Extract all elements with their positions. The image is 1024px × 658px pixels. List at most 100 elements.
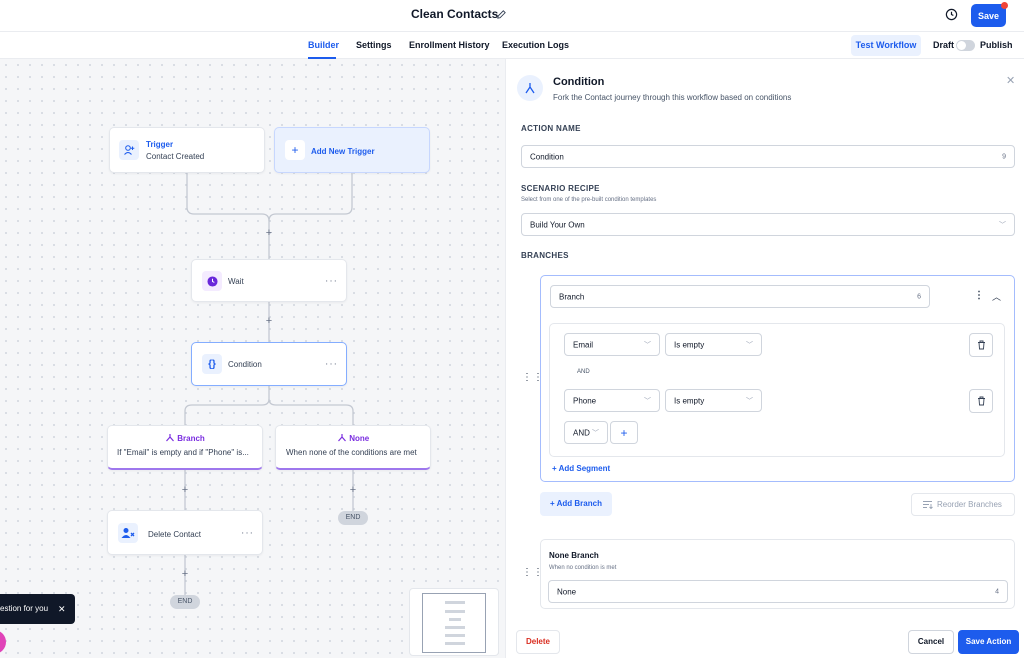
branch-node[interactable]: Branch If "Email" is empty and if "Phone… — [107, 425, 263, 470]
wait-label: Wait — [228, 277, 244, 286]
condition-operator-select[interactable]: Is empty﹀ — [665, 333, 762, 356]
delete-contact-node[interactable]: Delete Contact ··· — [107, 510, 263, 555]
none-branch-name-input[interactable]: None 4 — [548, 580, 1008, 603]
kebab-menu-icon[interactable]: ⋮ — [974, 290, 984, 301]
segment-card: Email﹀ Is empty﹀ AND Phone﹀ Is empty﹀ AN… — [549, 323, 1005, 457]
cancel-button[interactable]: Cancel — [908, 630, 954, 654]
none-node-title: None — [337, 433, 369, 443]
user-plus-icon — [119, 140, 139, 160]
branch-icon — [517, 75, 543, 101]
delete-contact-label: Delete Contact — [148, 530, 201, 539]
char-count: 4 — [995, 588, 999, 595]
branch-node-subtitle: If "Email" is empty and if "Phone" is... — [117, 448, 249, 457]
end-pill: END — [170, 595, 200, 609]
publish-label: Publish — [980, 40, 1013, 50]
chevron-up-icon[interactable]: ︿ — [992, 292, 1002, 302]
char-count: 6 — [917, 293, 921, 300]
pencil-icon[interactable] — [496, 9, 507, 20]
minimap-viewport — [422, 593, 486, 653]
save-action-button[interactable]: Save Action — [958, 630, 1019, 654]
add-step-plus[interactable]: + — [349, 484, 357, 496]
chat-widget-icon[interactable] — [0, 630, 6, 654]
action-name-input[interactable]: Condition 9 — [521, 145, 1015, 168]
more-options-icon[interactable]: ··· — [325, 275, 338, 286]
branch-icon — [338, 434, 346, 442]
clock-icon — [202, 271, 222, 291]
reorder-icon — [923, 501, 933, 509]
trash-icon[interactable] — [969, 389, 993, 413]
branch-card: Branch 6 ⋮ ︿ — [540, 275, 1015, 482]
none-branch-card: None Branch When no condition is met Non… — [540, 539, 1015, 609]
condition-field-select[interactable]: Email﹀ — [564, 333, 660, 356]
panel-subtitle: Fork the Contact journey through this wo… — [553, 93, 792, 102]
add-condition-button[interactable]: + — [610, 421, 638, 444]
branch-name-input[interactable]: Branch 6 — [550, 285, 930, 308]
none-branch-title: None Branch — [549, 551, 599, 560]
add-step-plus[interactable]: + — [265, 227, 273, 239]
publish-toggle[interactable] — [956, 40, 975, 51]
save-button[interactable]: Save — [971, 4, 1006, 27]
reorder-branches-button[interactable]: Reorder Branches — [911, 493, 1015, 516]
drag-handle-icon[interactable]: ⋮⋮ — [522, 567, 544, 578]
add-branch-button[interactable]: + Add Branch — [540, 492, 612, 516]
and-connector-label: AND — [577, 369, 590, 375]
workflow-title: Clean Contacts — [411, 7, 499, 21]
user-remove-icon — [118, 523, 138, 543]
drag-handle-icon[interactable]: ⋮⋮ — [522, 372, 544, 383]
tab-enrollment-history[interactable]: Enrollment History — [409, 40, 490, 50]
top-header: Clean Contacts Save — [0, 0, 1024, 31]
add-trigger-node[interactable]: + Add New Trigger — [274, 127, 430, 173]
trigger-title: Trigger — [146, 140, 174, 149]
add-step-plus[interactable]: + — [265, 315, 273, 327]
toast-text: estion for you — [0, 604, 49, 613]
condition-field-select[interactable]: Phone﹀ — [564, 389, 660, 412]
branches-label: BRANCHES — [521, 251, 569, 260]
scenario-recipe-select[interactable]: Build Your Own ﹀ — [521, 213, 1015, 236]
branch-icon — [166, 434, 174, 442]
wait-node[interactable]: Wait ··· — [191, 259, 347, 302]
add-step-plus[interactable]: + — [181, 568, 189, 580]
add-step-plus[interactable]: + — [181, 484, 189, 496]
plus-icon: + — [285, 140, 305, 160]
more-options-icon[interactable]: ··· — [325, 358, 338, 370]
suggestion-toast[interactable]: estion for you ✕ — [0, 594, 75, 624]
condition-label: Condition — [228, 360, 262, 369]
workflow-canvas[interactable]: Trigger Contact Created + Add New Trigge… — [0, 59, 505, 658]
condition-operator-select[interactable]: Is empty﹀ — [665, 389, 762, 412]
scenario-recipe-hint: Select from one of the pre-built conditi… — [521, 197, 657, 203]
add-trigger-label: Add New Trigger — [311, 147, 375, 156]
draft-label: Draft — [933, 40, 955, 50]
none-branch-hint: When no condition is met — [549, 565, 617, 571]
branch-node-title: Branch — [165, 433, 205, 443]
char-count: 9 — [1002, 153, 1006, 160]
connector-lines — [184, 173, 354, 595]
unsaved-indicator — [1001, 2, 1008, 9]
trigger-node[interactable]: Trigger Contact Created — [109, 127, 265, 173]
close-icon[interactable]: ✕ — [58, 604, 66, 614]
close-icon[interactable]: ✕ — [1006, 75, 1016, 87]
trash-icon[interactable] — [969, 333, 993, 357]
history-icon[interactable] — [945, 8, 958, 21]
action-name-label: ACTION NAME — [521, 124, 581, 133]
test-workflow-button[interactable]: Test Workflow — [851, 35, 921, 56]
delete-button[interactable]: Delete — [516, 630, 560, 654]
braces-icon: {} — [202, 354, 222, 374]
add-segment-link[interactable]: + Add Segment — [552, 464, 611, 473]
none-node[interactable]: None When none of the conditions are met — [275, 425, 431, 470]
plus-icon: + — [620, 425, 628, 440]
logic-operator-select[interactable]: AND﹀ — [564, 421, 608, 444]
trigger-subtitle: Contact Created — [146, 152, 205, 161]
none-node-subtitle: When none of the conditions are met — [286, 448, 417, 457]
condition-panel: Condition Fork the Contact journey throu… — [505, 59, 1024, 658]
condition-node[interactable]: {} Condition ··· — [191, 342, 347, 386]
panel-title: Condition — [553, 76, 605, 88]
tab-builder[interactable]: Builder — [308, 40, 340, 50]
minimap[interactable] — [409, 588, 499, 656]
active-tab-indicator — [308, 57, 336, 59]
tab-execution-logs[interactable]: Execution Logs — [502, 40, 570, 50]
scenario-recipe-label: SCENARIO RECIPE — [521, 184, 600, 193]
chevron-down-icon: ﹀ — [999, 221, 1006, 229]
more-options-icon[interactable]: ··· — [241, 527, 254, 538]
tab-settings[interactable]: Settings — [356, 40, 392, 50]
tab-bar: Builder Settings Enrollment History Exec… — [0, 31, 1024, 59]
